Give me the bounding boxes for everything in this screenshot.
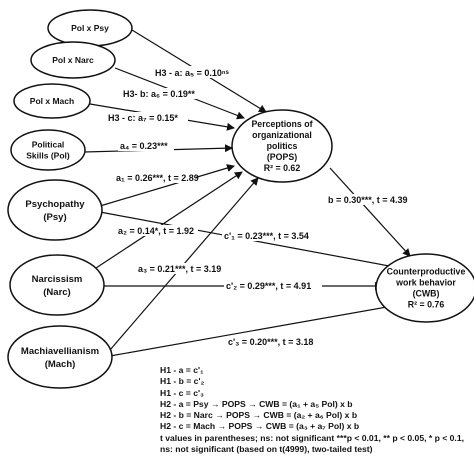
label-b: b = 0.30***, t = 4.39 — [328, 195, 408, 205]
label-a2: a₂ = 0.14*, t = 1.92 — [118, 226, 194, 236]
node-label-line: (Psy) — [43, 212, 66, 223]
label-c2: c'₂ = 0.29***, t = 4.91 — [226, 281, 311, 291]
node-label-line: (POPS) — [267, 152, 297, 162]
label-h3c: H3 - c: a₇ = 0.15* — [108, 113, 178, 123]
node-label-line: Skills (Pol) — [26, 150, 70, 160]
node-label-line: Psychopathy — [25, 199, 85, 210]
label-h3b: H3- b: a₆ = 0.19** — [123, 89, 195, 99]
node-label-psy: Psychopathy (Psy) — [25, 199, 85, 223]
arrow-a2 — [95, 171, 243, 269]
path-labels: H3 - a: a₅ = 0.10ⁿˢ H3- b: a₆ = 0.19** H… — [106, 66, 414, 347]
node-label-pol-narc: Pol x Narc — [52, 55, 94, 65]
node-label-line: Pol x Psy — [71, 23, 109, 33]
node-label-line: R² = 0.76 — [408, 300, 445, 310]
node-label-line: R² = 0.62 — [264, 163, 301, 173]
node-label-pol-psy: Pol x Psy — [71, 23, 109, 33]
node-label-line: Pol x Mach — [30, 96, 74, 106]
node-label-pol-mach: Pol x Mach — [30, 96, 74, 106]
node-label-line: Narcissism — [32, 274, 83, 285]
note-h2a: H2 - a = Psy → POPS → CWB = (a₁ + a₅ Pol… — [160, 398, 353, 409]
label-a4: a₄ = 0.23*** — [120, 141, 168, 151]
node-label-line: (Narc) — [43, 287, 70, 298]
arrow-b — [329, 167, 411, 257]
node-label-mach: Machiavellianism (Mach) — [21, 346, 99, 370]
hypothesis-notes: H1 - a = c'₁ H1 - b = c'₂ H1 - c = c'₃ H… — [160, 365, 470, 455]
node-political-skills — [10, 129, 86, 171]
node-pol-mach — [13, 83, 91, 119]
label-a1: a₁ = 0.26***, t = 2.89 — [116, 173, 199, 183]
note-h1c: H1 - c = c'₃ — [160, 387, 204, 398]
note-h2c: H2 - c = Mach → POPS → CWB = (a₃ + a₇ Po… — [160, 421, 360, 432]
label-h3a: H3 - a: a₅ = 0.10ⁿˢ — [155, 68, 229, 78]
note-test: ns: not significant (based on t(4999), t… — [160, 444, 373, 455]
note-h1b: H1 - b = c'₂ — [160, 376, 205, 387]
node-machiavellianism — [7, 325, 113, 389]
label-c3: c'₃ = 0.20***, t = 3.18 — [228, 337, 313, 347]
node-narcissism — [9, 254, 105, 316]
node-label-line: politics — [267, 141, 298, 151]
node-label-line: Counterproductive — [387, 267, 466, 277]
label-a3: a₃ = 0.21***, t = 3.19 — [138, 264, 221, 274]
node-pops — [231, 109, 333, 183]
node-label-line: Perceptions of — [251, 119, 312, 129]
node-label-line: (CWB) — [413, 289, 440, 299]
note-h2b: H2 - b = Narc → POPS → CWB = (a₂ + a₆ Po… — [160, 410, 358, 421]
node-label-line: Political — [32, 139, 65, 149]
node-cwb — [375, 253, 474, 323]
node-psychopathy — [7, 179, 103, 241]
note-significance: t values in parentheses; ns: not signifi… — [160, 432, 464, 443]
arrow-a1 — [99, 164, 235, 207]
note-h1a: H1 - a = c'₁ — [160, 365, 204, 375]
label-c1: c'₁ = 0.23***, t = 3.54 — [224, 231, 309, 241]
node-label-line: (Mach) — [45, 359, 76, 370]
arrow-c3 — [109, 302, 399, 357]
node-pol-narc — [30, 41, 116, 79]
node-label-line: Pol x Narc — [52, 55, 94, 65]
node-label-line: Machiavellianism — [21, 346, 99, 357]
node-label-line: organizational — [252, 130, 312, 140]
node-label-narc: Narcissism (Narc) — [32, 274, 83, 298]
node-label-line: work behavior — [395, 278, 456, 288]
